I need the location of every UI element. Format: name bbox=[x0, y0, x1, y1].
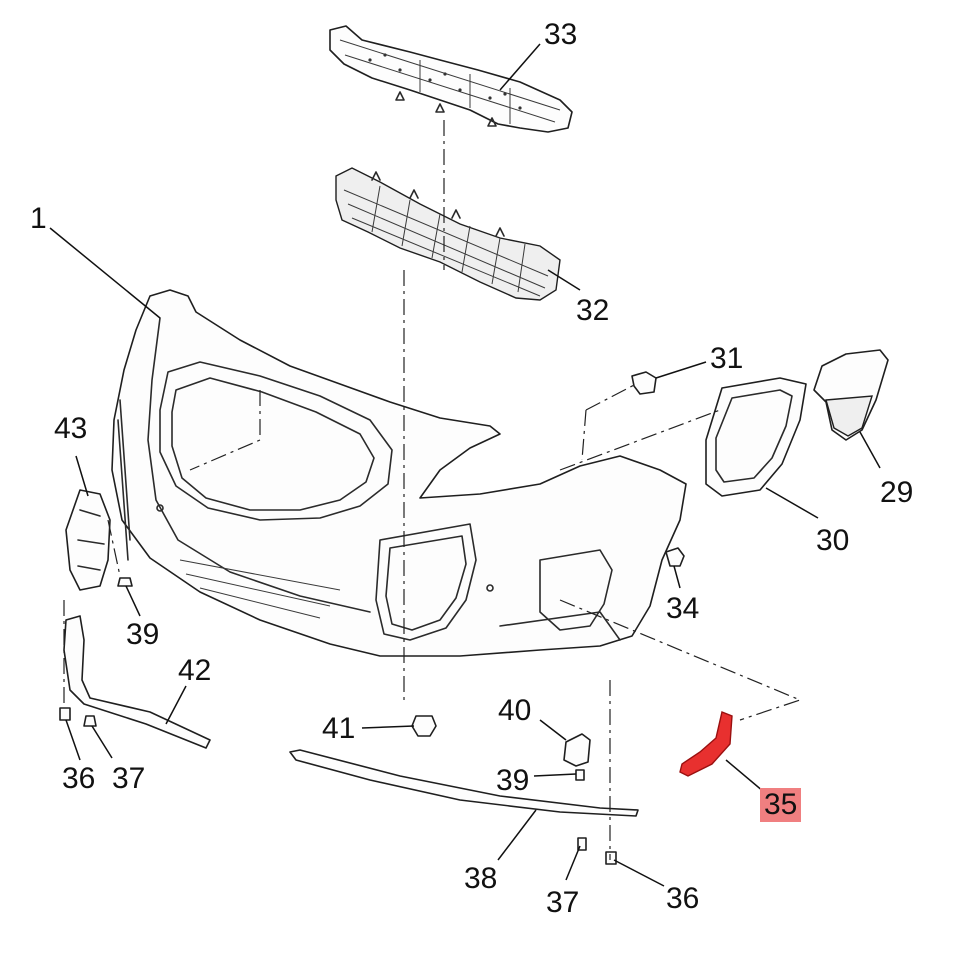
callout-32: 32 bbox=[576, 294, 610, 327]
lower-deflector-part-38 bbox=[289, 749, 639, 817]
clip-part-34 bbox=[665, 547, 685, 567]
upper-grille-part-32 bbox=[335, 167, 561, 301]
callout-34: 34 bbox=[666, 592, 700, 625]
callout-36: 36 bbox=[62, 762, 96, 795]
callout-42: 42 bbox=[178, 654, 212, 687]
impact-bar-part-33 bbox=[329, 25, 573, 133]
callout-35: 35 bbox=[760, 788, 802, 822]
fog-bezel-part-30 bbox=[705, 377, 807, 497]
callout-1: 1 bbox=[30, 202, 47, 235]
callout-37: 37 bbox=[112, 762, 146, 795]
pushpin-part-41 bbox=[411, 715, 437, 737]
callout-36-lower: 36 bbox=[666, 882, 700, 915]
callout-33: 33 bbox=[544, 18, 578, 51]
callout-31: 31 bbox=[710, 342, 744, 375]
callout-43: 43 bbox=[54, 412, 88, 445]
bracket-part-40 bbox=[563, 733, 591, 767]
alignment-lines bbox=[63, 120, 802, 860]
highlighted-part-35 bbox=[679, 711, 733, 777]
callout-37-lower: 37 bbox=[546, 886, 580, 919]
side-bracket-part-43 bbox=[65, 489, 111, 591]
clip-part-31 bbox=[631, 371, 657, 395]
callout-39: 39 bbox=[126, 618, 160, 651]
leader-lines bbox=[49, 43, 881, 887]
callout-40: 40 bbox=[498, 694, 532, 727]
callout-29: 29 bbox=[880, 476, 914, 509]
fog-grille-part-29 bbox=[813, 349, 889, 441]
bumper-fascia-part-1 bbox=[111, 289, 687, 657]
callout-30: 30 bbox=[816, 524, 850, 557]
callout-38: 38 bbox=[464, 862, 498, 895]
fasteners bbox=[59, 577, 617, 865]
deflector-part-42 bbox=[63, 615, 211, 749]
callout-41: 41 bbox=[322, 712, 356, 745]
callout-39-lower: 39 bbox=[496, 764, 530, 797]
